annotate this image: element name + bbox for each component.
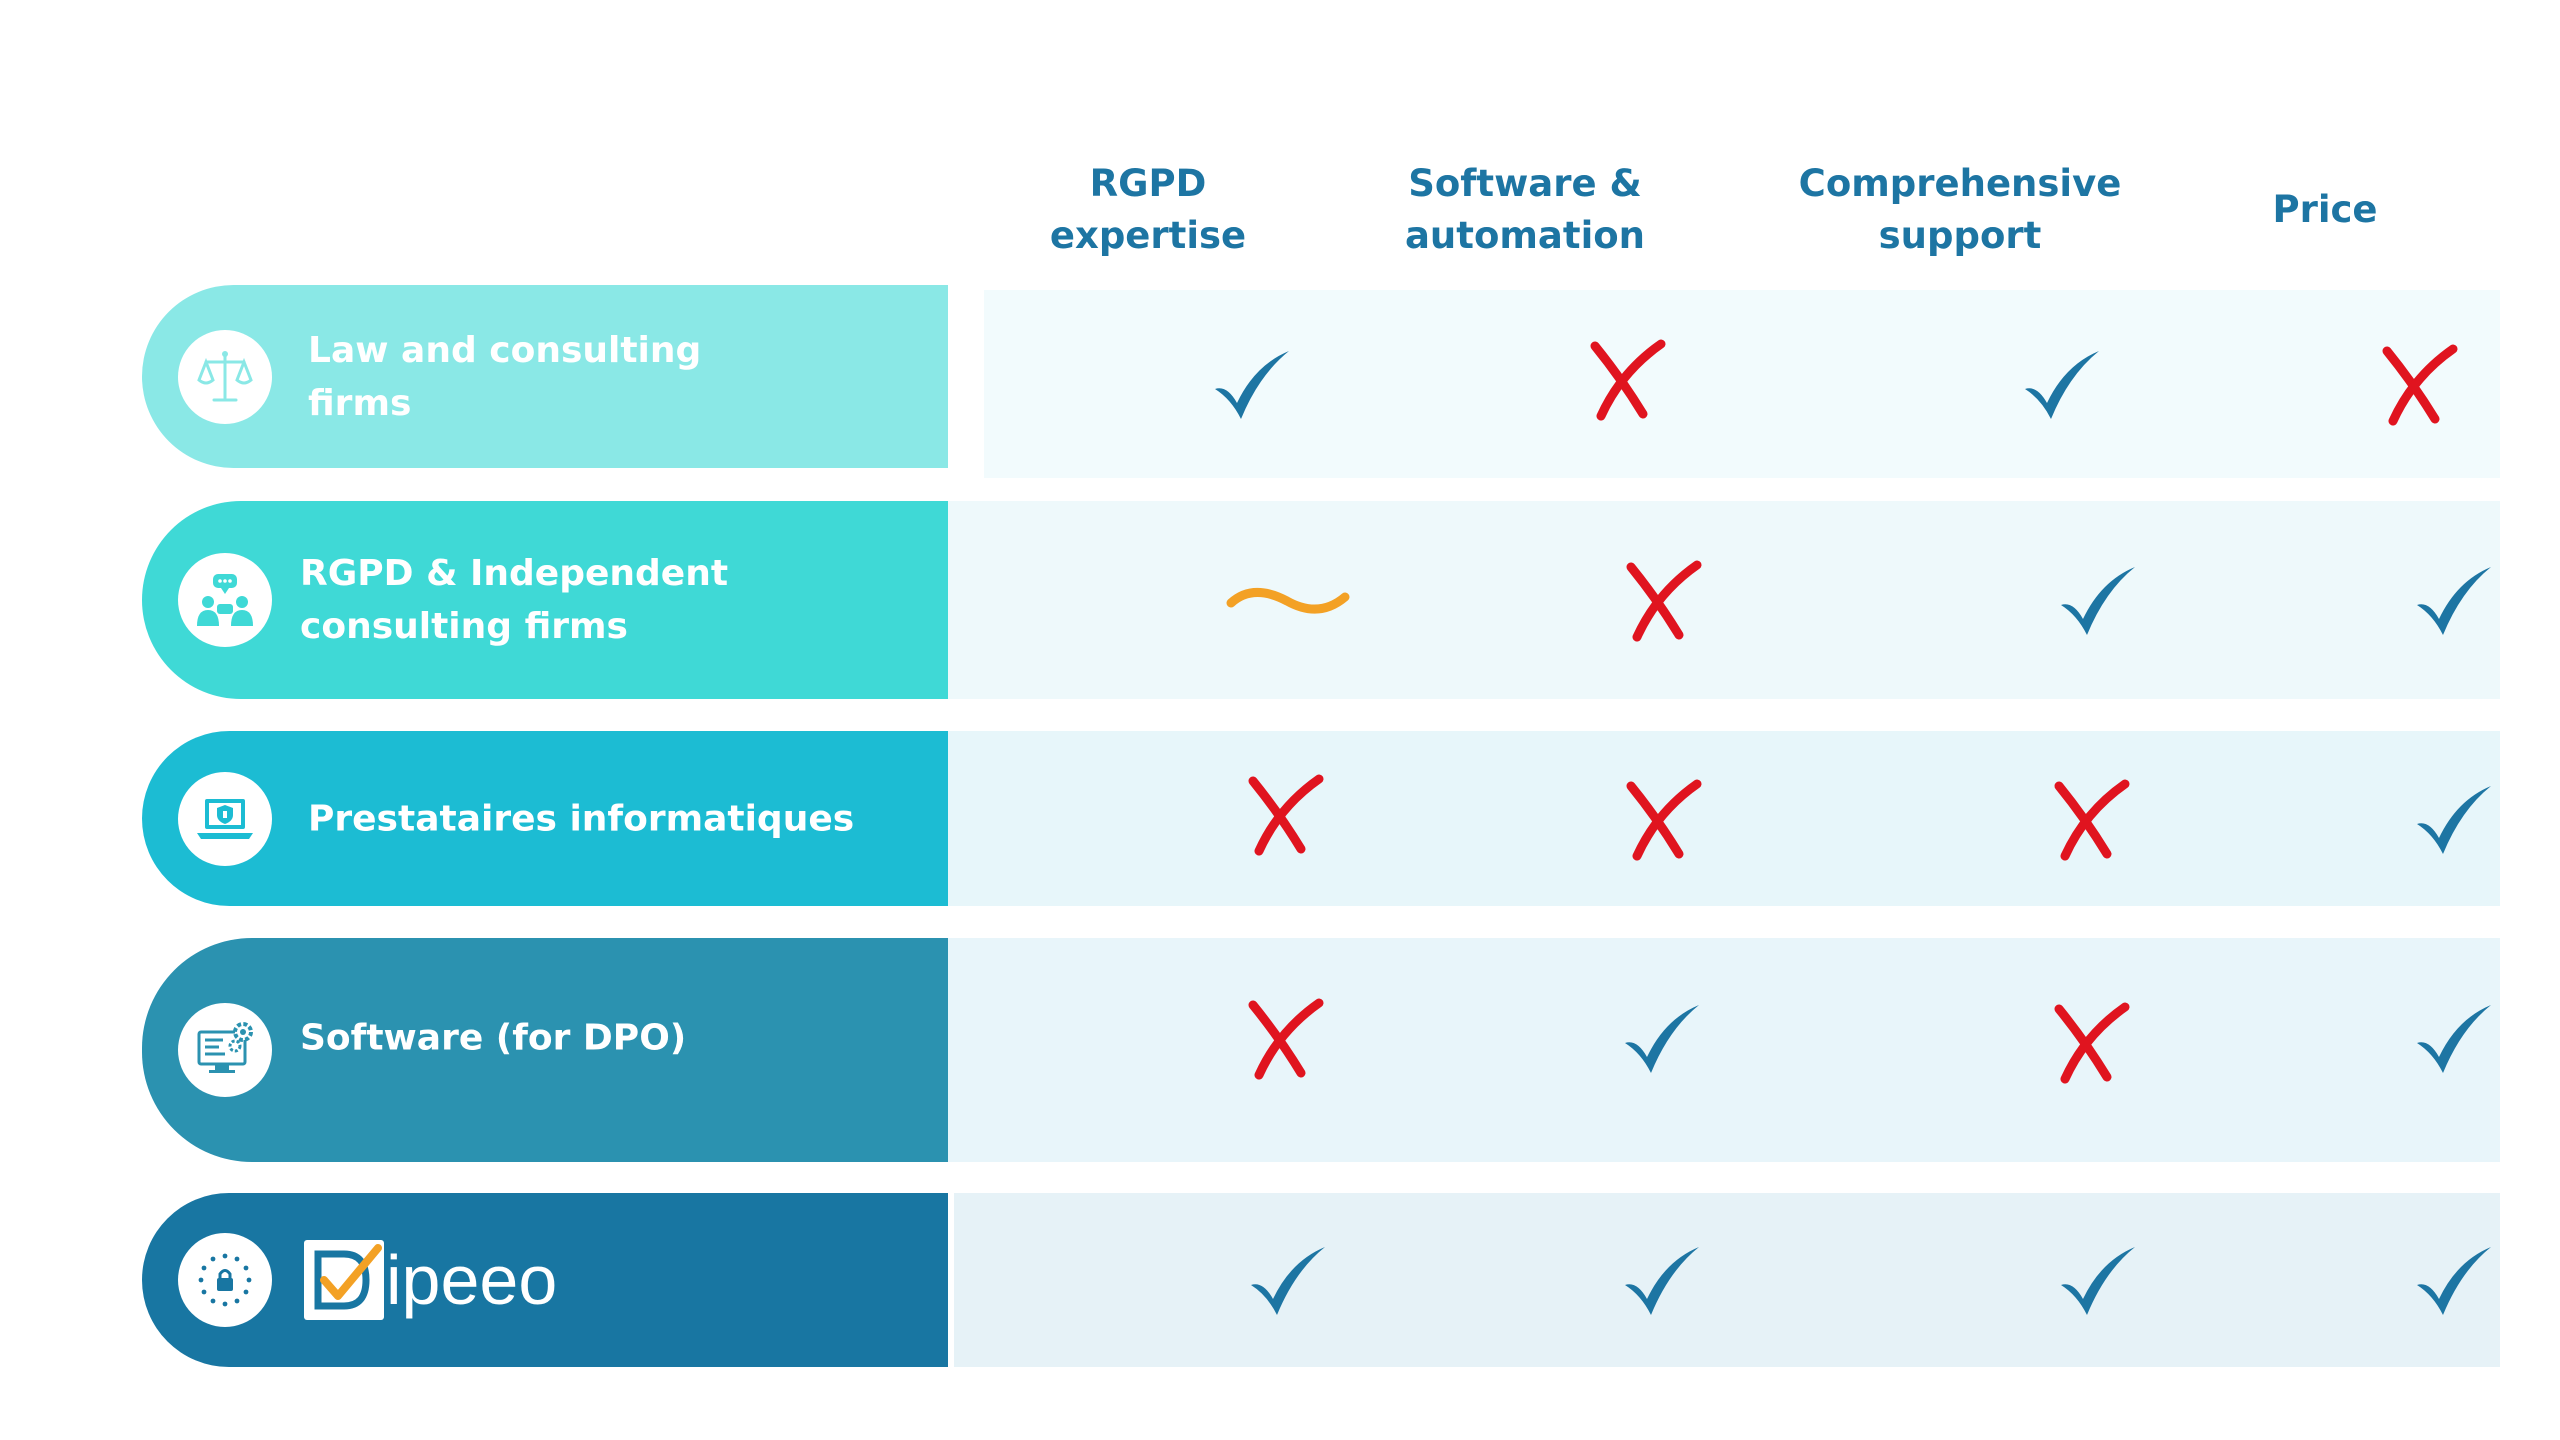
comparison-row-dpo-software: Software (for DPO) bbox=[142, 938, 2500, 1162]
check-mark-software-automation bbox=[1617, 993, 1707, 1083]
comparison-row-dipeeo: ipeeo bbox=[142, 1193, 2500, 1367]
check-mark-rgpd-expertise bbox=[1207, 339, 1297, 429]
check-mark-comprehensive-support bbox=[2017, 339, 2107, 429]
cross-mark-software-automation bbox=[1581, 334, 1671, 424]
comparison-row-law-firms: Law and consulting firms bbox=[142, 285, 2500, 478]
scales-of-justice-icon bbox=[178, 329, 272, 424]
column-header-rgpd-expertise: RGPD expertise bbox=[1049, 162, 1247, 257]
check-mark-price bbox=[2409, 1235, 2499, 1325]
software-gear-icon bbox=[178, 1003, 272, 1097]
row-label-text: Prestataires informatiques bbox=[308, 798, 855, 839]
row-label-panel: RGPD & Independent consulting firms bbox=[142, 501, 948, 699]
cross-mark-comprehensive-support bbox=[2045, 774, 2135, 864]
row-cells bbox=[948, 938, 2500, 1162]
row-cells bbox=[948, 501, 2500, 699]
row-label-text: RGPD & Independent consulting firms bbox=[300, 553, 729, 647]
column-header-price: Price bbox=[2272, 188, 2378, 231]
dipeeo-logo: ipeeo bbox=[304, 1240, 557, 1320]
check-mark-price bbox=[2409, 774, 2499, 864]
comparison-row-rgpd-consulting: RGPD & Independent consulting firms bbox=[142, 501, 2500, 699]
consultants-chat-icon bbox=[178, 553, 272, 647]
row-label-text: Law and consulting firms bbox=[308, 329, 702, 424]
row-label-panel: ipeeo bbox=[142, 1193, 948, 1367]
eu-lock-icon bbox=[178, 1233, 272, 1327]
check-mark-software-automation bbox=[1617, 1235, 1707, 1325]
comparison-row-it-providers: Prestataires informatiques bbox=[142, 731, 2500, 906]
row-cells bbox=[948, 731, 2500, 906]
cross-mark-software-automation bbox=[1617, 774, 1707, 864]
row-cells bbox=[984, 290, 2500, 478]
row-label-panel: Prestataires informatiques bbox=[142, 731, 948, 906]
cross-mark-software-automation bbox=[1617, 555, 1707, 645]
tilde-mark-rgpd-expertise bbox=[1223, 555, 1353, 645]
row-cells bbox=[954, 1193, 2500, 1367]
check-mark-comprehensive-support bbox=[2053, 555, 2143, 645]
column-header-software-automation: Software & automation bbox=[1404, 162, 1646, 257]
row-label-panel: Law and consulting firms bbox=[142, 285, 948, 468]
check-mark-price bbox=[2409, 993, 2499, 1083]
cross-mark-price bbox=[2373, 339, 2463, 429]
column-header-comprehensive-support: Comprehensive support bbox=[1798, 162, 2122, 257]
check-mark-price bbox=[2409, 555, 2499, 645]
check-mark-comprehensive-support bbox=[2053, 1235, 2143, 1325]
row-label-text: Software (for DPO) bbox=[300, 1017, 687, 1059]
cross-mark-rgpd-expertise bbox=[1239, 769, 1329, 859]
row-label-panel: Software (for DPO) bbox=[142, 938, 948, 1162]
logo-wordmark: ipeeo bbox=[386, 1241, 558, 1319]
cross-mark-rgpd-expertise bbox=[1239, 993, 1329, 1083]
laptop-shield-icon bbox=[178, 771, 272, 866]
check-mark-rgpd-expertise bbox=[1243, 1235, 1333, 1325]
cross-mark-comprehensive-support bbox=[2045, 997, 2135, 1087]
logo-checkbox bbox=[304, 1240, 384, 1320]
